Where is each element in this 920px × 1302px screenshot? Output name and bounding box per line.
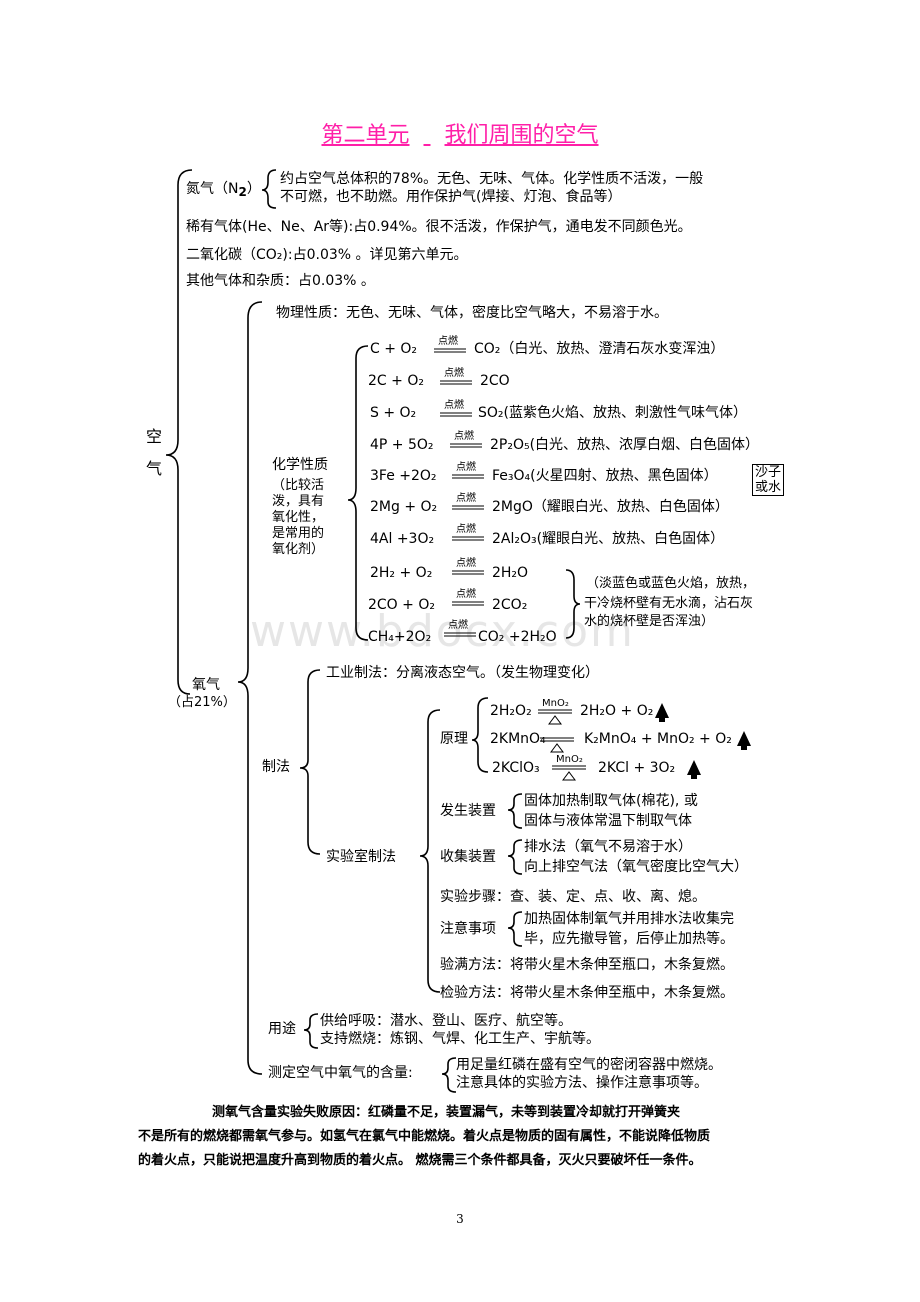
measure-line-2: 注意具体的实验方法、操作注意事项等。 <box>456 1075 708 1091</box>
use-line-1: 供给呼吸：潜水、登山、医疗、航空等。 <box>320 1013 572 1029</box>
reaction-right: 2MgO（耀眼白光、放热、白色固体） <box>492 499 729 515</box>
principle-left: 2H₂O₂ <box>490 703 532 719</box>
generator-line-1: 固体加热制取气体(棉花), 或 <box>524 793 698 809</box>
root-label-air-2: 气 <box>146 459 163 478</box>
principle-right: 2H₂O + O₂ <box>580 703 654 719</box>
reaction-condition: 点燃 <box>456 493 476 504</box>
notice-line-2: 毕，应先撤导管，后停止加热等。 <box>524 931 734 947</box>
reaction-left: 4P + 5O₂ <box>370 437 434 453</box>
reaction-right: 2CO <box>480 373 510 389</box>
root-label-air-1: 空 <box>146 427 163 446</box>
chemical-note-2: 泼，具有 <box>272 494 325 509</box>
reaction-right: SO₂(蓝紫色火焰、放热、刺激性气味气体） <box>478 405 747 421</box>
flame-note-3: 水的烧杯壁是否浑浊） <box>584 614 715 629</box>
watermark: www.bdocx.com <box>250 606 635 657</box>
reaction-condition: 点燃 <box>456 589 476 600</box>
unit-title: 第二单元 <box>321 123 410 148</box>
reaction-right: 2CO₂ <box>492 597 528 613</box>
reaction-left: S + O₂ <box>370 405 417 421</box>
uses-label: 用途 <box>268 1021 296 1037</box>
reaction-condition: 点燃 <box>444 368 464 379</box>
principle-right: 2KCl + 3O₂ <box>598 760 676 776</box>
industrial-method: 工业制法：分离液态空气。（发生物理变化） <box>326 665 599 681</box>
reaction-condition: 点燃 <box>444 400 464 411</box>
note-line-2: 不是所有的燃烧都需氧气参与。如氢气在氯气中能燃烧。着火点是物质的固有属性，不能说… <box>138 1129 711 1144</box>
page-number: 3 <box>456 1212 464 1226</box>
collect-label: 收集装置 <box>440 849 496 865</box>
measure-line-1: 用足量红磷在盛有空气的密闭容器中燃烧。 <box>456 1057 722 1073</box>
generator-label: 发生装置 <box>440 803 496 819</box>
topic-title: 我们周围的空气 <box>444 123 599 148</box>
chemical-note-4: 是常用的 <box>272 526 325 541</box>
full-check-method: 验满方法：将带火星木条伸至瓶口，木条复燃。 <box>440 957 734 973</box>
principle-right: K₂MnO₄ + MnO₂ + O₂ <box>584 731 732 747</box>
chemical-note-1: （比较活 <box>272 478 325 493</box>
reaction-right: 2H₂O <box>492 565 529 581</box>
chemical-note-5: 氧化剂） <box>272 542 325 557</box>
reaction-left: 4Al +3O₂ <box>370 531 435 547</box>
use-line-2: 支持燃烧：炼钢、气焊、化工生产、宇航等。 <box>320 1031 600 1047</box>
reaction-left: 2Mg + O₂ <box>370 499 438 515</box>
reaction-condition: 点燃 <box>456 558 476 569</box>
collect-line-2: 向上排空气法（氧气密度比空气大） <box>524 859 748 875</box>
oxygen-label: 氧气 <box>192 677 220 693</box>
reaction-right: CO₂（白光、放热、澄清石灰水变浑浊） <box>474 341 725 357</box>
reaction-left: 2CO + O₂ <box>368 597 435 613</box>
nitrogen-desc-1: 约占空气总体积的78%。无色、无味、气体。化学性质不活泼，一般 <box>280 171 704 187</box>
reaction-condition: 点燃 <box>456 462 476 473</box>
experiment-steps: 实验步骤：查、装、定、点、收、离、熄。 <box>440 889 706 905</box>
co2-text: 二氧化碳（CO₂):占0.03% 。详见第六单元。 <box>186 247 468 263</box>
collect-line-1: 排水法（氧气不易溶于水） <box>524 839 692 855</box>
reaction-condition: 点燃 <box>456 524 476 535</box>
principle-catalyst: MnO₂ <box>556 754 583 765</box>
principle-left: 2KClO₃ <box>492 760 540 776</box>
reaction-condition: 点燃 <box>454 431 474 442</box>
nitrogen-label: 氮气（N2） <box>186 181 261 199</box>
chemical-note-3: 氧化性， <box>272 510 325 525</box>
reaction-right: 2Al₂O₃(耀眼白光、放热、白色固体） <box>492 531 725 547</box>
flame-note-2: 干冷烧杯壁有无水滴，沾石灰 <box>584 596 754 611</box>
flame-note-1: （淡蓝色或蓝色火焰，放热， <box>586 576 756 591</box>
reaction-left: 2C + O₂ <box>368 373 424 389</box>
reaction-left: 2H₂ + O₂ <box>370 565 433 581</box>
notice-line-1: 加热固体制氧气并用排水法收集完 <box>524 911 734 927</box>
notice-label: 注意事项 <box>440 921 496 937</box>
reaction-right: 2P₂O₅(白光、放热、浓厚白烟、白色固体） <box>490 437 760 453</box>
reaction-left: C + O₂ <box>370 341 418 357</box>
reaction-right: CO₂ +2H₂O <box>478 629 557 645</box>
noble-gas-text: 稀有气体(He、Ne、Ar等):占0.94%。很不活泼，作保护气，通电发不同颜色… <box>186 219 692 235</box>
measure-label: 测定空气中氧气的含量: <box>268 1065 413 1081</box>
nitrogen-desc-2: 不可燃，也不助燃。用作保护气(焊接、灯泡、食品等） <box>280 189 622 205</box>
reaction-condition: 点燃 <box>438 336 458 347</box>
reaction-right: Fe₃O₄(火星四射、放热、黑色固体） <box>492 468 718 484</box>
test-method: 检验方法：将带火星木条伸至瓶中，木条复燃。 <box>440 985 734 1001</box>
principle-left: 2KMnO₄ <box>490 731 546 747</box>
chemical-label: 化学性质 <box>272 457 328 473</box>
principle-catalyst: MnO₂ <box>542 698 569 709</box>
lab-method-label: 实验室制法 <box>326 849 396 865</box>
reaction-condition: 点燃 <box>448 620 468 631</box>
oxygen-share: （占21%） <box>168 695 236 710</box>
physical-properties: 物理性质：无色、无味、气体，密度比空气略大，不易溶于水。 <box>276 305 668 321</box>
note-line-3: 的着火点，只能说把温度升高到物质的着火点。 燃烧需三个条件都具备，灭火只要破坏任… <box>138 1153 702 1168</box>
principle-label: 原理 <box>440 731 468 747</box>
reaction-left: 3Fe +2O₂ <box>370 468 437 484</box>
generator-line-2: 固体与液体常温下制取气体 <box>524 813 692 829</box>
prep-label: 制法 <box>262 759 290 775</box>
note-line-1: 测氧气含量实验失败原因：红磷量不足，装置漏气，未等到装置冷却就打开弹簧夹 <box>212 1105 681 1120</box>
fe-note-box: 沙子或水 <box>752 464 785 496</box>
page-title: 第二单元 我们周围的空气 <box>0 122 920 150</box>
others-text: 其他气体和杂质：占0.03% 。 <box>186 273 375 289</box>
reaction-left: CH₄+2O₂ <box>368 629 432 645</box>
